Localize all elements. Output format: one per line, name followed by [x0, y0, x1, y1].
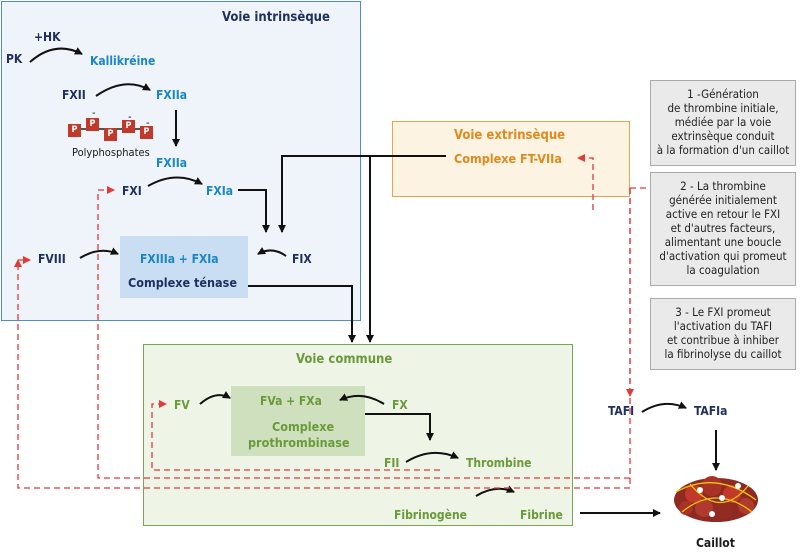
arrow-fix-tenase: [257, 247, 287, 257]
tafi-label: TAFI: [608, 404, 635, 418]
extrinsic-pathway-box: [392, 121, 630, 197]
extrinsic-title: Voie extrinsèque: [454, 128, 566, 143]
note-2: 2 - La thrombine générée initialement ac…: [650, 172, 796, 286]
fibrine-label: Fibrine: [520, 508, 563, 522]
fxia-label: FXIa: [206, 184, 233, 198]
tenase-components-label: FXIIIa + FXIa: [140, 252, 219, 266]
phosphate-icon: P: [140, 126, 153, 139]
arrow-extrinsic-fix: [278, 155, 446, 233]
fxiia-secondary-label: FXIIa: [156, 156, 188, 170]
feedback-fv-loop: [151, 400, 440, 471]
polyphosphate-chain: P P P P P: [68, 118, 158, 142]
phosphate-icon: P: [68, 124, 81, 137]
fxiia-label: FXIIa: [156, 88, 188, 102]
pk-label: PK: [6, 52, 23, 66]
fviii-label: FVIII: [38, 252, 66, 266]
fix-label: FIX: [292, 252, 312, 266]
tenase-complex-label: Complexe ténase: [128, 275, 237, 290]
fxi-label: FXI: [122, 184, 142, 198]
arrow-tafi-tafia: [641, 401, 687, 413]
minus-sign: -: [128, 110, 132, 123]
arrow-fxia-tenase: [238, 189, 270, 233]
feedback-extrinsic: [577, 154, 594, 210]
caillot-label: Caillot: [696, 536, 735, 550]
ft-viia-complex-label: Complexe FT-VIIa: [454, 151, 562, 166]
arrow-complex-thrombine: [365, 413, 434, 441]
clot-illustration: [674, 476, 758, 522]
tafia-label: TAFIa: [694, 404, 728, 418]
fva-fxa-label: FVa + FXa: [260, 394, 322, 408]
fii-label: FII: [384, 456, 400, 470]
fx-label: FX: [392, 398, 408, 412]
common-title: Voie commune: [296, 352, 393, 367]
phosphate-icon: P: [122, 120, 135, 133]
prothrombinase-label-2: prothrombinase: [248, 435, 350, 450]
phosphate-icon: P: [104, 128, 117, 141]
arrow-fviii-tenase: [79, 247, 119, 259]
prothrombinase-label-1: Complexe: [272, 419, 335, 434]
hk-label: +HK: [34, 30, 61, 44]
kallikreine-label: Kallikréine: [90, 54, 156, 68]
fxii-label: FXII: [62, 88, 86, 102]
arrow-fxi-fxia: [147, 176, 203, 187]
polyphosphates-label: Polyphosphates: [72, 146, 150, 159]
minus-sign: -: [146, 116, 150, 129]
note-1: 1 -Génération de thrombine initiale, méd…: [650, 80, 796, 166]
fibrinogene-label: Fibrinogène: [394, 508, 467, 522]
thrombine-label: Thrombine: [466, 456, 532, 470]
arrow-fx-complex: [339, 393, 385, 405]
feedback-inner-loop: [97, 186, 630, 479]
intrinsic-title: Voie intrinsèque: [222, 10, 330, 25]
tenase-complex-box: [120, 236, 248, 298]
arrow-fv-complex: [199, 391, 231, 405]
fv-label: FV: [174, 398, 190, 412]
phosphate-icon: P: [86, 118, 99, 131]
arrow-tenase-common: [248, 285, 356, 343]
arrow-fii-thrombine: [405, 451, 459, 463]
arrow-fibrinogene-fibrine: [475, 485, 515, 497]
arrow-fxii-fxiia: [95, 83, 151, 97]
minus-sign: -: [92, 106, 96, 119]
arrow-pk-kallikreine: [29, 47, 83, 63]
note-3: 3 - Le FXI promeut l'activation du TAFI …: [650, 298, 796, 370]
